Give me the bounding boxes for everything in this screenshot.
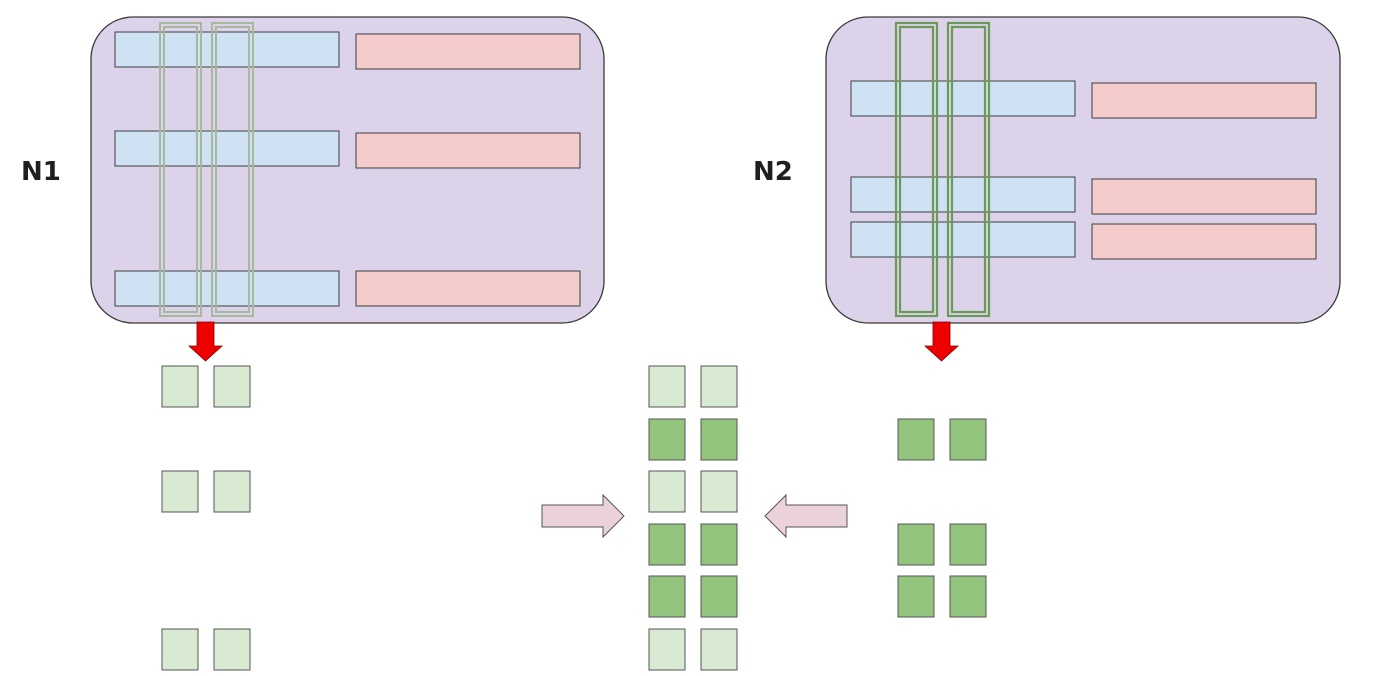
n2-pink-bar-3 [1091,223,1317,260]
n1-cell [213,470,251,513]
n1-cell [213,628,251,671]
n1-down-arrow [187,321,224,362]
n1-column-selection-2 [211,22,254,317]
n2-column-selection-2 [946,21,991,318]
merged-cell [700,470,738,513]
n2-cell [949,418,987,461]
n1-cell [161,470,199,513]
n1-cell [161,628,199,671]
n1-cell [213,365,251,408]
n2-down-arrow [923,321,960,362]
n2-blue-bar-2 [850,176,1076,213]
n1-pink-bar-1 [355,33,581,70]
node-n1-container [90,16,605,324]
merged-cell [648,365,686,408]
n1-pink-bar-3 [355,270,581,307]
n2-cell [897,575,935,618]
merge-left-arrow [764,493,848,539]
node-n1: N1 [21,16,605,324]
merged-cell [648,628,686,671]
merged-cell [648,418,686,461]
n1-column-selection-1 [159,22,202,317]
merged-cell [700,523,738,566]
n2-cell [897,523,935,566]
n1-blue-bar-1 [114,31,340,68]
merged-cell [700,575,738,618]
n1-output-cells [161,365,251,671]
node-n1-label: N1 [21,157,61,187]
merged-cell [648,470,686,513]
n2-cell [949,575,987,618]
merge-right-arrow [541,493,625,539]
n1-pink-bar-2 [355,132,581,169]
n1-blue-bar-2 [114,130,340,167]
merged-output-cells [648,365,738,671]
n1-blue-bar-3 [114,270,340,307]
n2-column-selection-1 [894,21,939,318]
merged-cell [648,575,686,618]
n2-pink-bar-1 [1091,82,1317,119]
n2-blue-bar-1 [850,80,1076,117]
merged-cell [700,418,738,461]
n2-pink-bar-2 [1091,178,1317,215]
node-n2-label: N2 [753,157,793,187]
merged-cell [700,628,738,671]
n2-cell [897,418,935,461]
n2-cell [949,523,987,566]
merged-cell [700,365,738,408]
node-n2-container [825,16,1341,324]
node-n2: N2 [753,16,1341,324]
n1-cell [161,365,199,408]
n2-output-cells [897,418,987,618]
n2-blue-bar-3 [850,221,1076,258]
merged-cell [648,523,686,566]
